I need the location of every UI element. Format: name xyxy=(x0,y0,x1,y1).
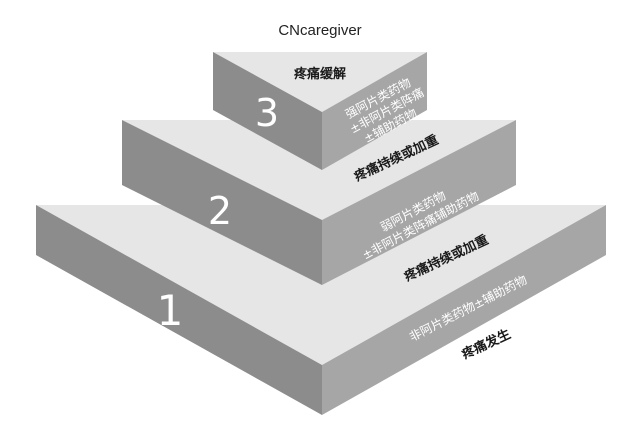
tier-3-condition: 疼痛缓解 xyxy=(294,66,346,82)
tier-3-top-face xyxy=(213,52,427,112)
tier-2-number: 2 xyxy=(208,189,232,233)
tier-1-left-face xyxy=(36,205,322,415)
tier-3-number: 3 xyxy=(255,91,279,135)
tier-1-number: 1 xyxy=(157,286,184,335)
diagram-title: CNcaregiver xyxy=(278,22,362,39)
tier-1 xyxy=(36,205,606,415)
tier-2-right-face xyxy=(322,120,516,285)
tier-2-left-face xyxy=(122,120,322,285)
tier-1-top-face xyxy=(36,205,606,365)
tier-2 xyxy=(122,120,516,285)
tier-3 xyxy=(213,52,427,170)
tier-3-right-face xyxy=(322,52,427,170)
tier-3-left-face xyxy=(213,52,322,170)
tier-2-top-face xyxy=(122,120,516,220)
tier-1-right-face xyxy=(322,205,606,415)
